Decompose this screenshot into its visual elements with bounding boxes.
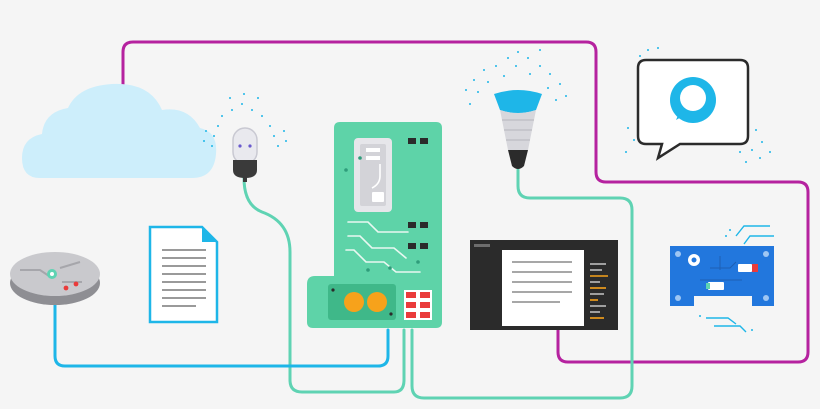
mic-icon [203,93,287,182]
editor-icon [470,240,618,330]
cloud-icon [22,83,217,178]
lightbulb-icon [465,49,567,169]
alexa-icon [625,47,771,163]
wire-cyan-hub [53,303,390,368]
dip-switches [404,290,432,320]
mic-signal-dots [203,93,287,147]
wire-teal-bulb [410,168,634,400]
blue-board-icon [670,225,774,333]
wire-magenta-top [121,40,810,364]
bulb-light-dots [465,49,567,105]
board-data-lines [706,225,774,333]
hub-icon [10,252,100,305]
assistant-signal-dots [625,47,771,163]
board-icon [307,122,442,328]
document-icon [148,225,219,324]
wire-teal-mic [242,176,406,394]
